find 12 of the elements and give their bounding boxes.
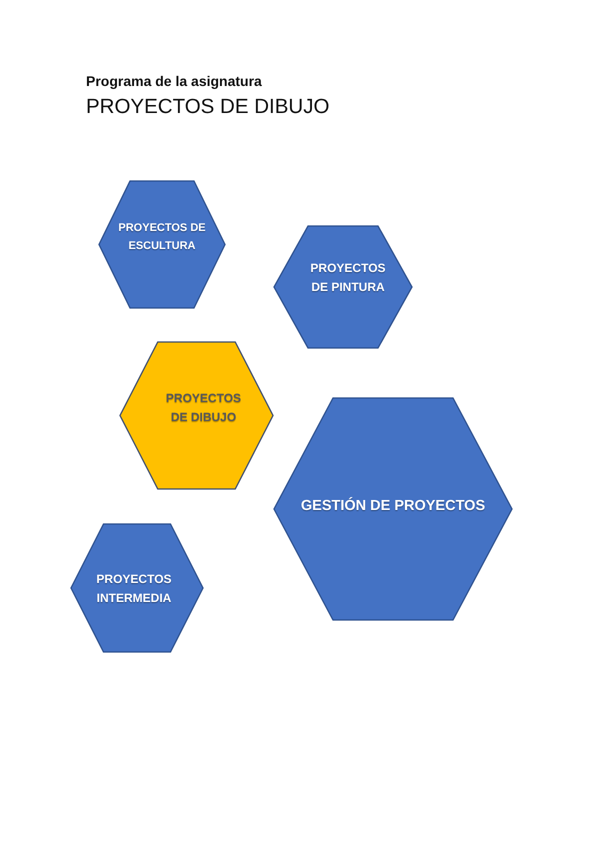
topic-label: PROYECTOS DE PINTURA	[309, 260, 387, 296]
topic-label: PROYECTOS DE ESCULTURA	[117, 221, 207, 254]
hexagon-shape	[273, 225, 413, 349]
topic-label: GESTIÓN DE PROYECTOS	[300, 496, 486, 516]
hexagon-shape	[70, 523, 204, 653]
hexagon-shape	[273, 397, 513, 621]
hexagon-shape	[98, 180, 226, 309]
topic-label: PROYECTOS DE DIBUJO	[164, 390, 242, 426]
topic-label: PROYECTOS INTERMEDIA	[95, 571, 173, 607]
hexagon-shape	[119, 341, 274, 490]
title-heading: PROYECTOS DE DIBUJO	[86, 95, 330, 119]
subtitle-text: Programa de la asignatura	[86, 73, 262, 89]
